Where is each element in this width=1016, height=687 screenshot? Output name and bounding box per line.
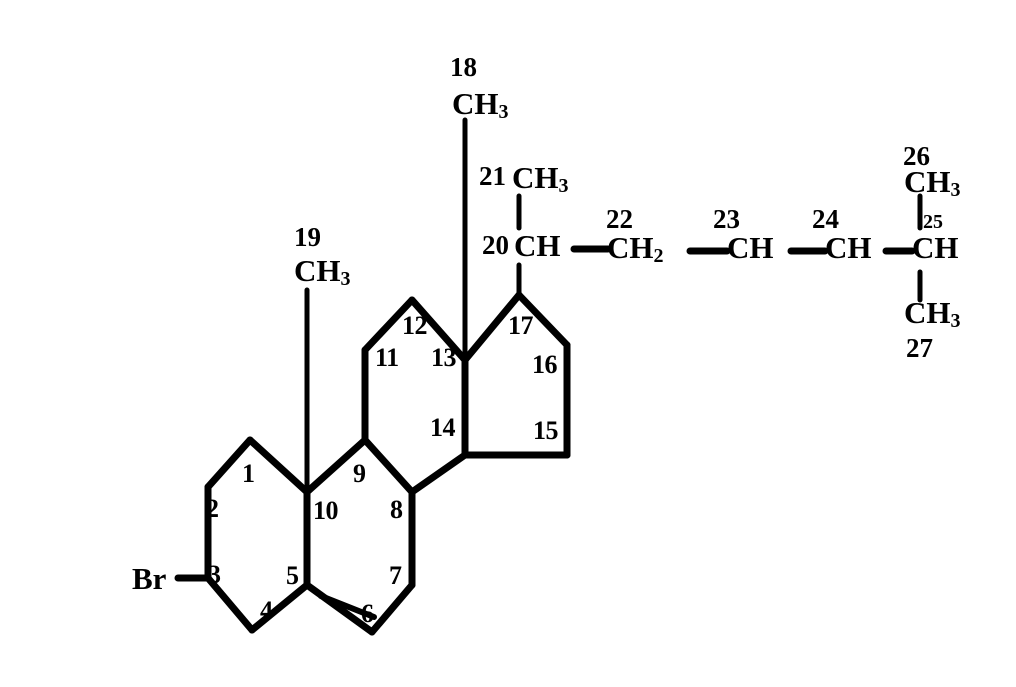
- locant-c9: 9: [353, 459, 366, 488]
- locant-c4: 4: [260, 596, 273, 625]
- locant-c15: 15: [533, 416, 559, 445]
- bond-c5-c6-double-inner: [318, 593, 377, 620]
- bond-c1-c2: [204, 436, 254, 491]
- methyl-19-label: CH3: [294, 253, 351, 290]
- locant-c5: 5: [286, 561, 299, 590]
- locant-c25: 25: [923, 211, 943, 233]
- methyl-18-label: CH3: [452, 86, 509, 123]
- locant-c19: 19: [294, 222, 321, 252]
- locant-c6: 6: [361, 599, 374, 628]
- locant-c3: 3: [208, 560, 221, 589]
- bond-c3-c4: [204, 574, 256, 634]
- bond-c13-c17: [461, 291, 523, 364]
- locant-c7: 7: [389, 561, 402, 590]
- atom-c23-label: CH: [727, 230, 774, 265]
- methyl-26-label: CH3: [904, 164, 961, 201]
- methyl-27-label: CH3: [904, 295, 961, 332]
- bromine-label: Br: [132, 561, 167, 596]
- ring-c-bonds: [361, 296, 469, 496]
- ring-a-bonds: [204, 436, 311, 634]
- locant-c2: 2: [206, 494, 219, 523]
- bond-c10-c1: [246, 436, 311, 496]
- locant-c14: 14: [430, 413, 456, 442]
- ring-d-bonds: [461, 291, 571, 459]
- bond-c9-c10: [303, 436, 369, 496]
- locant-c16: 16: [532, 350, 558, 379]
- ring-b-bonds: [303, 436, 416, 636]
- locant-c27: 27: [906, 333, 933, 363]
- bond-c12-c13: [408, 296, 469, 364]
- locant-c10: 10: [313, 496, 339, 525]
- atom-c24-label: CH: [825, 230, 872, 265]
- locant-c26: 26: [903, 141, 930, 171]
- locant-c17: 17: [508, 311, 534, 340]
- bond-c14-c8: [408, 451, 469, 496]
- bond-c4-c5: [248, 581, 311, 634]
- atom-c25-label: CH: [912, 230, 959, 265]
- locant-c21: 21: [479, 161, 506, 191]
- atom-c22-label: CH2: [607, 230, 664, 267]
- bond-c17-c16: [515, 291, 571, 349]
- bond-c6-c7: [368, 581, 416, 636]
- bond-c11-c12: [361, 296, 416, 354]
- locant-c23: 23: [713, 204, 740, 234]
- locant-c8: 8: [390, 495, 403, 524]
- locant-c13: 13: [431, 343, 457, 372]
- locant-c1: 1: [242, 459, 255, 488]
- locant-c24: 24: [812, 204, 839, 234]
- locant-c11: 11: [375, 343, 399, 372]
- bond-c8-c9: [361, 436, 416, 496]
- bond-c5-c6: [303, 581, 376, 636]
- locant-c20: 20: [482, 230, 509, 260]
- locant-c18: 18: [450, 52, 477, 82]
- locant-c22: 22: [606, 204, 633, 234]
- methyl-21-label: CH3: [512, 160, 569, 197]
- atom-c20-label: CH: [514, 228, 561, 263]
- locant-c12: 12: [402, 311, 428, 340]
